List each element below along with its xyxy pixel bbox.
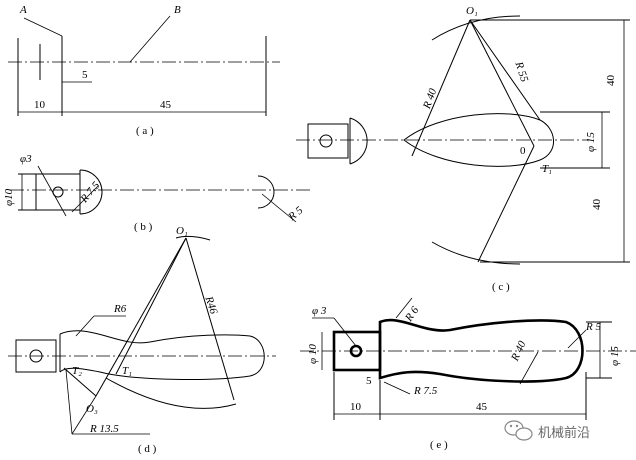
leader-r5: [567, 329, 587, 349]
handle-profile: [378, 318, 584, 383]
line-o3-t2: [63, 367, 97, 397]
shaft-end: [307, 123, 349, 159]
line-r55-b: [469, 19, 541, 121]
line-r55-a: [469, 19, 535, 147]
leader-b: [129, 15, 171, 63]
dim-40b: 40: [591, 199, 603, 211]
arc-bottom: [431, 241, 521, 265]
arc-r75: [79, 169, 103, 215]
label-o1: O₁: [466, 5, 478, 17]
leader-r6: [395, 297, 413, 319]
line-o1-t1: [115, 237, 187, 375]
figure-b: φ3 φ10 R 7.5 R 5 ( b ): [3, 153, 310, 233]
hole: [319, 134, 333, 148]
arc-r5: [257, 175, 275, 209]
shaft-end: [35, 173, 81, 211]
label-phi3: φ3: [20, 153, 32, 165]
label-r75: R 7.5: [413, 385, 438, 397]
label-r55: R 55: [512, 59, 530, 84]
handle-profile: [59, 330, 265, 380]
caption-c: ( c ): [492, 281, 510, 293]
label-r135: R 13.5: [89, 423, 119, 435]
figure-a: A B 5 10 45 ( a ): [8, 4, 280, 137]
label-t2: T₂: [72, 365, 82, 377]
line-r40: [411, 19, 471, 157]
leader-r6: [75, 315, 95, 337]
label-r5: R 5: [585, 321, 601, 333]
label-phi10: φ10: [3, 188, 15, 206]
label-r6: R6: [113, 303, 127, 315]
arc-end: [349, 117, 368, 165]
leader-phi3: [37, 165, 67, 217]
wechat-icon: [504, 420, 533, 441]
label-o3: O₃: [86, 403, 98, 415]
shaft-end: [15, 339, 57, 373]
figure-e: φ 3 R 6 φ 10 R 40 R 5 φ 15 5 R 7.5 10 45…: [300, 297, 636, 451]
leader-phi3: [333, 317, 357, 347]
label-t1: T₁: [122, 365, 132, 377]
line-o1-o3: [95, 237, 187, 397]
handle-profile: [403, 113, 554, 167]
leader-r5: [261, 193, 297, 223]
label-phi10: φ 10: [307, 344, 319, 364]
label-o: 0: [520, 145, 526, 157]
label-o1: O₁: [176, 225, 188, 237]
line-lower: [477, 145, 535, 263]
dim-5: 5: [82, 69, 88, 81]
label-phi15: φ 15: [609, 346, 621, 366]
watermark-text: 机械前沿: [538, 425, 590, 441]
dim-10: 10: [350, 401, 362, 413]
leader-r40: [519, 351, 539, 385]
label-t1: T₁: [542, 163, 552, 175]
dim-5: 5: [366, 375, 372, 387]
arc-r46: [105, 377, 237, 409]
dim-45: 45: [476, 401, 488, 413]
leader-r135-b: [71, 395, 97, 435]
label-phi15: φ 15: [585, 132, 597, 152]
label-r5: R 5: [285, 204, 305, 224]
dim-10: 10: [34, 99, 46, 111]
caption-d: ( d ): [138, 443, 157, 455]
figure-c: O₁ R 40 R 55 0 T₁ φ 15 40 40 ( c ): [296, 5, 630, 293]
label-r75: R 7.5: [78, 179, 103, 206]
watermark: 机械前沿: [504, 420, 590, 441]
hole: [29, 349, 43, 363]
caption-a: ( a ): [136, 125, 154, 137]
arc-top: [175, 235, 211, 241]
caption-b: ( b ): [134, 221, 153, 233]
label-r46: R46: [202, 294, 219, 316]
dim-45: 45: [160, 99, 172, 111]
dim-40a: 40: [605, 75, 617, 87]
leader-r75: [383, 381, 411, 395]
label-b: B: [174, 4, 181, 16]
arc-top: [431, 15, 521, 41]
figure-d: O₁ R6 R46 T₂ T₁ O₃ R 13.5 ( d ): [8, 225, 276, 455]
label-phi3: φ 3: [312, 305, 327, 317]
leader-r75: [71, 185, 99, 213]
caption-e: ( e ): [430, 439, 448, 451]
line-r46: [185, 237, 235, 401]
label-a: A: [19, 4, 27, 16]
leader-r135: [65, 369, 73, 435]
leader-a: [23, 17, 63, 37]
